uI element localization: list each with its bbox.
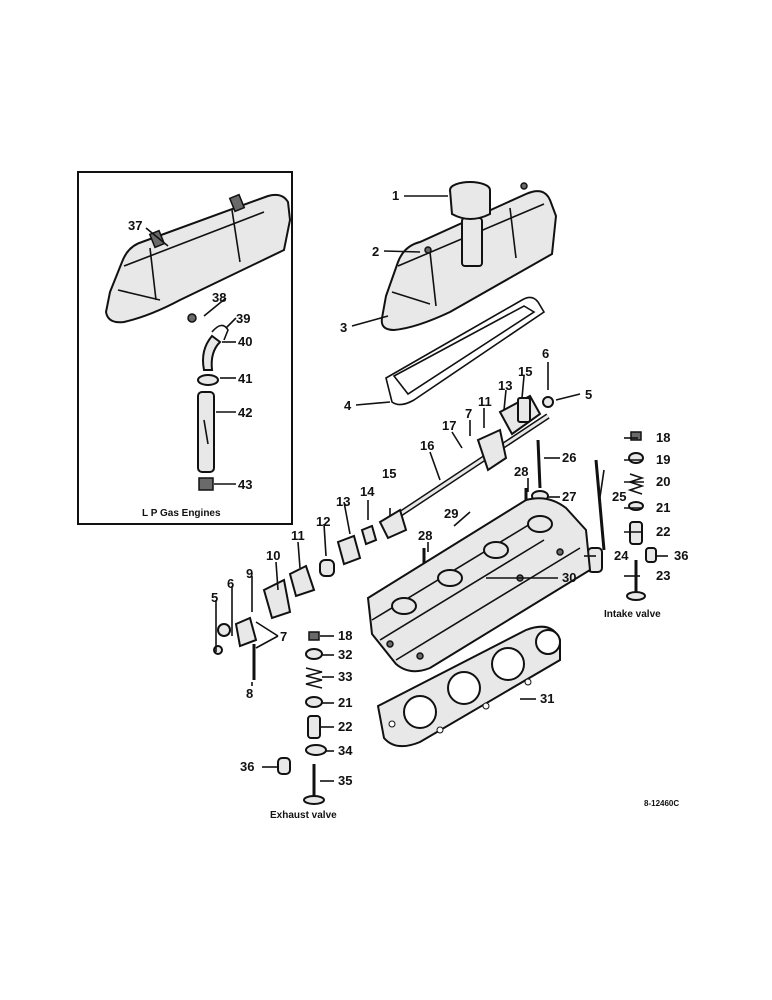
lp-gas-inset-frame	[77, 171, 293, 525]
callout-23: 23	[656, 568, 670, 583]
callout-15-left: 15	[382, 466, 396, 481]
callout-35: 35	[338, 773, 352, 788]
callout-20: 20	[656, 474, 670, 489]
callout-42: 42	[238, 405, 252, 420]
valve-cover	[380, 181, 558, 332]
callout-5-left: 5	[211, 590, 218, 605]
callout-24: 24	[614, 548, 629, 563]
callout-15-top: 15	[518, 364, 532, 379]
callout-31: 31	[540, 691, 554, 706]
callout-32: 32	[338, 647, 352, 662]
callout-36-left: 36	[240, 759, 254, 774]
cylinder-head	[366, 497, 592, 673]
callout-14: 14	[360, 484, 375, 499]
callout-1: 1	[392, 188, 399, 203]
callout-21-right: 21	[656, 500, 670, 515]
callout-28-left: 28	[418, 528, 432, 543]
lp-gas-caption: L P Gas Engines	[142, 508, 221, 519]
callout-17: 17	[442, 418, 456, 433]
callout-16: 16	[420, 438, 434, 453]
callout-36-right: 36	[674, 548, 688, 563]
callout-38: 38	[212, 290, 226, 305]
callout-29: 29	[444, 506, 458, 521]
callout-25: 25	[612, 489, 626, 504]
callouts: 1 2 3 4 5 5 6 6 7 7 7 8 9 10 11 11 12 13…	[128, 188, 688, 788]
callout-3: 3	[340, 320, 347, 335]
callout-39: 39	[236, 311, 250, 326]
callout-19: 19	[656, 452, 670, 467]
callout-22-left: 22	[338, 719, 352, 734]
callout-21-left: 21	[338, 695, 352, 710]
callout-18-right: 18	[656, 430, 670, 445]
inset-breather-tube	[187, 313, 229, 491]
callout-10: 10	[266, 548, 280, 563]
callout-4: 4	[344, 398, 352, 413]
callout-7-top: 7	[465, 406, 472, 421]
rocker-shaft-assembly	[213, 394, 554, 655]
callout-13-left: 13	[336, 494, 350, 509]
callout-6-right: 6	[542, 346, 549, 361]
callout-11-top: 11	[478, 394, 492, 409]
exhaust-valve-group	[277, 631, 327, 805]
callout-34: 34	[338, 743, 353, 758]
callout-12: 12	[316, 514, 330, 529]
callout-18-left: 18	[338, 628, 352, 643]
head-gasket	[376, 625, 561, 748]
callout-30: 30	[562, 570, 576, 585]
callout-40: 40	[238, 334, 252, 349]
reference-code: 8-12460C	[644, 799, 679, 808]
callout-11-left: 11	[291, 528, 305, 543]
exhaust-valve-caption: Exhaust valve	[270, 810, 337, 821]
callout-22-right: 22	[656, 524, 670, 539]
intake-valve-group	[626, 431, 657, 601]
callout-33: 33	[338, 669, 352, 684]
callout-13-top: 13	[498, 378, 512, 393]
intake-valve-caption: Intake valve	[604, 609, 661, 620]
callout-7-left: 7	[280, 629, 287, 644]
callout-27: 27	[562, 489, 576, 504]
callout-26: 26	[562, 450, 576, 465]
callout-5-right: 5	[585, 387, 592, 402]
callout-43: 43	[238, 477, 252, 492]
callout-28-right: 28	[514, 464, 528, 479]
callout-41: 41	[238, 371, 252, 386]
valve-cover-gasket	[385, 296, 546, 406]
leader-lines	[145, 195, 668, 782]
inset-valve-cover	[104, 193, 292, 324]
callout-9: 9	[246, 566, 253, 581]
callout-8: 8	[246, 686, 253, 701]
callout-2: 2	[372, 244, 379, 259]
callout-37: 37	[128, 218, 142, 233]
callout-6-left: 6	[227, 576, 234, 591]
